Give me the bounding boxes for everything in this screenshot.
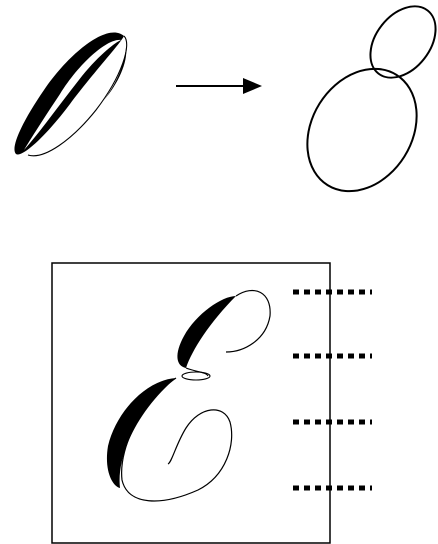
small-oval-outline bbox=[369, 5, 437, 79]
oval-hairline bbox=[27, 35, 128, 157]
letter-e-lower-thick bbox=[106, 378, 176, 488]
letter-e-upper-hairline bbox=[225, 289, 271, 353]
calligraphy-letter-e bbox=[106, 289, 271, 502]
guide-dotted-lines bbox=[293, 289, 372, 491]
calligraphy-oval-stroke bbox=[14, 32, 128, 157]
letter-e-middle-loop bbox=[181, 371, 211, 381]
letter-e-upper-thick bbox=[177, 296, 236, 368]
letter-e-lower-hairline bbox=[121, 377, 233, 502]
two-overlapping-ovals-outline bbox=[306, 5, 437, 193]
large-oval-outline bbox=[306, 67, 418, 193]
letter-frame bbox=[51, 262, 331, 544]
arrow-right-icon bbox=[176, 78, 262, 94]
